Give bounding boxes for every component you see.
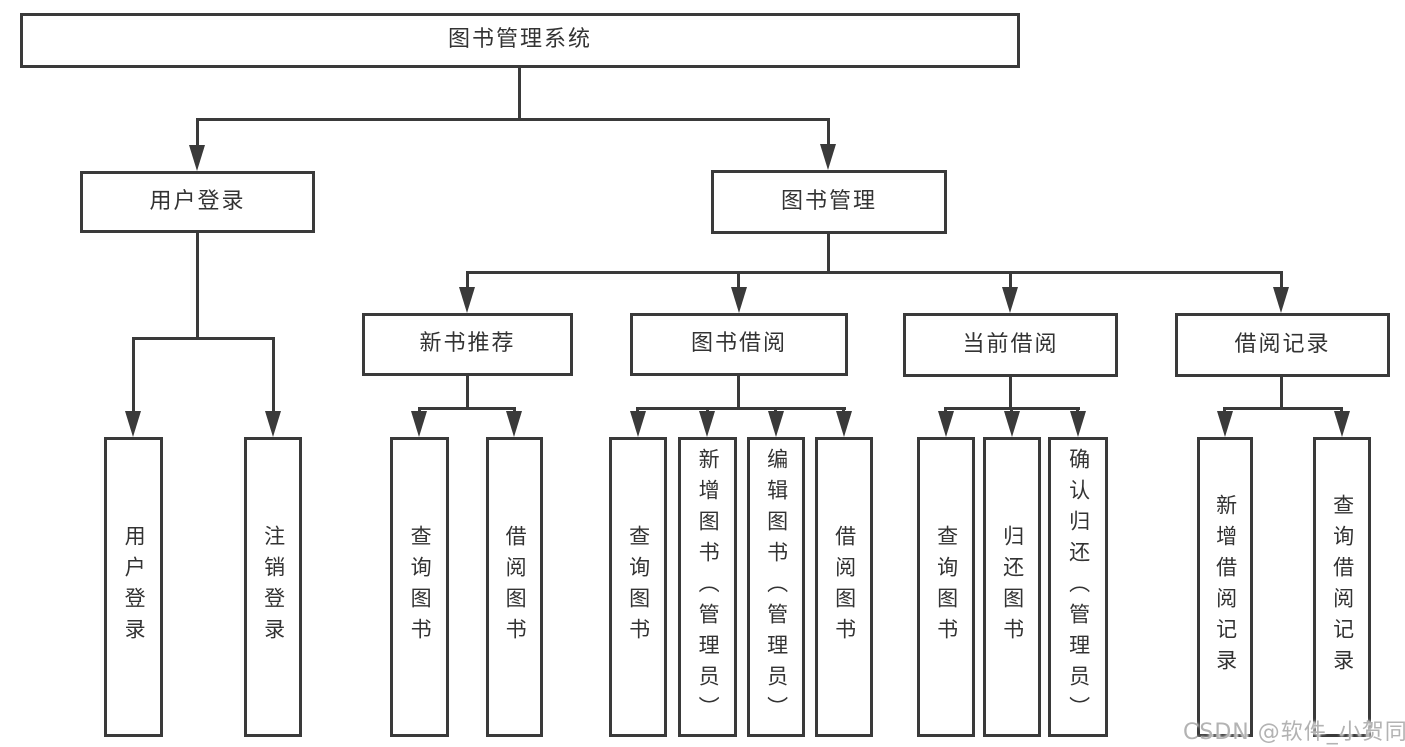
arrow-to-bb-add [699,411,715,437]
arrow-to-book-borrow [731,287,747,313]
node-book-mgmt: 图书管理 [711,170,947,234]
arrow-to-new-rec [459,287,475,313]
arrow-to-bb-query [630,411,646,437]
node-root-system: 图书管理系统 [20,13,1020,68]
leaf-logout: 注销登录 [244,437,302,737]
node-root-system-label: 图书管理系统 [447,27,592,53]
leaf-cb-query-books: 查询图书 [917,437,975,737]
leaf-bb-add-books-admin: 新增图书（管理员） [678,437,737,737]
connector-root-stem [518,68,521,118]
node-book-borrow: 图书借阅 [630,313,848,376]
leaf-user-login-label: 用户登录 [122,525,147,649]
connector-book-borrow-bar [636,407,846,410]
leaf-cb-return-books: 归还图书 [983,437,1041,737]
connector-leaf-login-drop [132,340,135,413]
leaf-user-login: 用户登录 [104,437,163,737]
leaf-bb-edit-books-admin-label: 编辑图书（管理员） [764,447,789,727]
connector-current-borrow-stem [1009,376,1012,407]
csdn-watermark: CSDN @软件_小贺同学 [1183,720,1405,745]
leaf-cb-return-books-label: 归还图书 [1000,525,1025,649]
connector-borrow-records-bar [1223,407,1343,410]
arrow-to-bb-edit [768,411,784,437]
leaf-br-add-record-label: 新增借阅记录 [1213,494,1238,680]
leaf-bb-add-books-admin-label: 新增图书（管理员） [696,447,721,727]
connector-book-mgmt-stem [827,234,830,271]
arrow-to-leaf-login [125,411,141,437]
node-current-borrow-label: 当前借阅 [962,331,1059,357]
connector-user-login-bar [132,337,275,340]
leaf-br-query-record: 查询借阅记录 [1313,437,1371,737]
node-borrow-records: 借阅记录 [1175,313,1390,377]
connector-new-rec-stem [466,376,469,407]
arrow-to-current-borrow [1002,287,1018,313]
node-book-borrow-label: 图书借阅 [690,331,787,357]
arrow-to-user-login [189,145,205,171]
node-user-login-label: 用户登录 [149,188,246,214]
arrow-to-book-mgmt [820,144,836,170]
connector-user-login-stem [196,233,199,337]
arrow-to-cb-confirm [1070,411,1086,437]
connector-leaf-logout-drop [272,340,275,413]
node-current-borrow: 当前借阅 [903,313,1118,377]
connector-current-borrow-drop [1009,274,1012,289]
node-borrow-records-label: 借阅记录 [1234,331,1331,357]
node-user-login: 用户登录 [80,171,315,233]
connector-new-rec-drop [466,274,469,289]
connector-current-borrow-bar [944,407,1080,410]
arrow-to-br-query [1334,411,1350,437]
arrow-to-bb-borrow [836,411,852,437]
leaf-cb-confirm-return-admin: 确认归还（管理员） [1048,437,1108,737]
leaf-rec-borrow-books: 借阅图书 [486,437,543,737]
leaf-bb-query-books: 查询图书 [609,437,667,737]
connector-borrow-records-drop [1280,274,1283,289]
arrow-to-rec-query [411,411,427,437]
node-book-mgmt-label: 图书管理 [780,188,877,214]
arrow-to-br-add [1217,411,1233,437]
arrow-to-rec-borrow [506,411,522,437]
arrow-to-leaf-logout [265,411,281,437]
connector-book-mgmt-bar [466,271,1283,274]
arrow-to-cb-query [938,411,954,437]
leaf-br-query-record-label: 查询借阅记录 [1330,494,1355,680]
leaf-br-add-record: 新增借阅记录 [1197,437,1253,737]
arrow-to-borrow-records [1273,287,1289,313]
node-new-book-recommend: 新书推荐 [362,313,573,376]
leaf-cb-query-books-label: 查询图书 [934,525,959,649]
leaf-bb-borrow-books-label: 借阅图书 [832,525,857,649]
leaf-logout-label: 注销登录 [261,525,286,649]
leaf-rec-query-books-label: 查询图书 [408,525,433,649]
leaf-cb-confirm-return-admin-label: 确认归还（管理员） [1066,447,1091,727]
leaf-rec-borrow-books-label: 借阅图书 [503,525,528,649]
connector-book-mgmt-drop [827,121,830,146]
leaf-bb-borrow-books: 借阅图书 [815,437,873,737]
connector-user-login-drop [196,121,199,147]
leaf-bb-edit-books-admin: 编辑图书（管理员） [747,437,805,737]
connector-book-borrow-drop [737,274,740,289]
leaf-rec-query-books: 查询图书 [390,437,449,737]
connector-borrow-records-stem [1280,376,1283,407]
arrow-to-cb-return [1004,411,1020,437]
connector-book-borrow-stem [737,376,740,407]
node-new-book-recommend-label: 新书推荐 [419,331,516,357]
connector-level2-bar [196,118,830,121]
leaf-bb-query-books-label: 查询图书 [626,525,651,649]
connector-new-rec-bar [418,407,516,410]
